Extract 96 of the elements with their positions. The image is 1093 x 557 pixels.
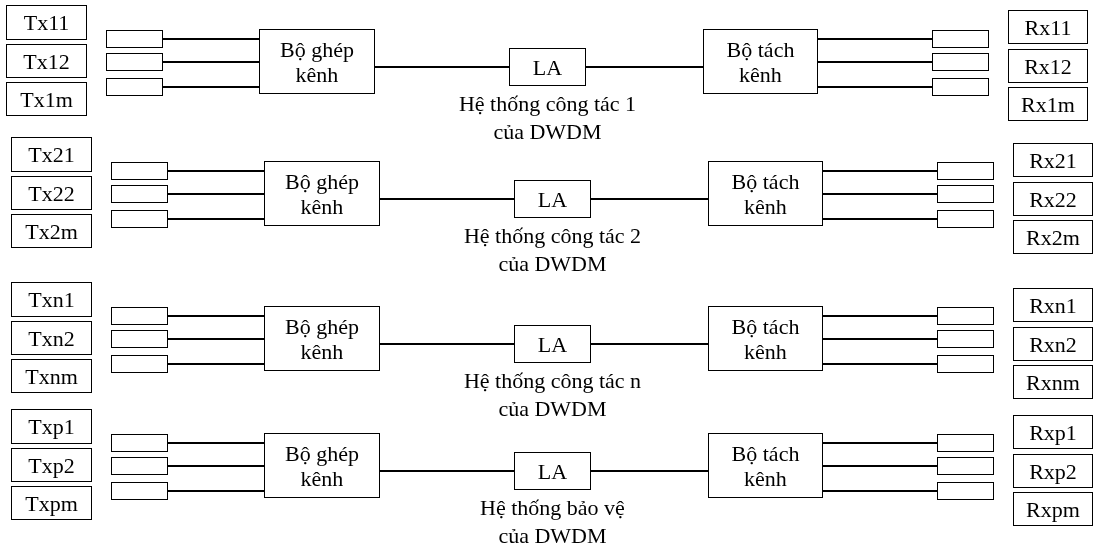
port-box	[937, 210, 994, 228]
caption-text: Hệ thống công tác 2 của DWDM	[462, 222, 643, 278]
connector-line	[817, 86, 933, 88]
signal-box: Rx11	[1008, 10, 1088, 44]
signal-box: Tx12	[6, 44, 87, 78]
process-box: Bộ tách kênh	[708, 306, 823, 371]
connector-line	[822, 218, 938, 220]
amplifier-box: LA	[509, 48, 586, 86]
connector-line	[822, 338, 938, 340]
process-box: Bộ ghép kênh	[264, 433, 380, 498]
signal-box: Txn1	[11, 282, 92, 317]
signal-box: Rx1m	[1008, 87, 1088, 121]
connector-line	[167, 338, 265, 340]
port-box	[106, 30, 163, 48]
port-box	[937, 162, 994, 180]
signal-box: Rxn2	[1013, 327, 1093, 361]
port-box	[937, 482, 994, 500]
connector-line	[167, 193, 265, 195]
signal-box: Rx2m	[1013, 220, 1093, 254]
connector-line	[162, 61, 260, 63]
connector-line	[374, 66, 510, 68]
port-box	[111, 434, 168, 452]
port-box	[111, 457, 168, 475]
signal-box: Txp2	[11, 448, 92, 482]
connector-line	[822, 490, 938, 492]
signal-box: Rxp1	[1013, 415, 1093, 449]
connector-line	[167, 315, 265, 317]
connector-line	[817, 61, 933, 63]
connector-line	[167, 170, 265, 172]
connector-line	[817, 38, 933, 40]
caption-text: Hệ thống công tác 1 của DWDM	[457, 90, 638, 146]
port-box	[106, 78, 163, 96]
connector-line	[167, 363, 265, 365]
signal-box: Tx11	[6, 5, 87, 40]
port-box	[937, 457, 994, 475]
signal-box: Txp1	[11, 409, 92, 444]
port-box	[937, 307, 994, 325]
connector-line	[167, 490, 265, 492]
caption-text: Hệ thống bảo vệ của DWDM	[479, 494, 626, 550]
signal-box: Rx22	[1013, 182, 1093, 216]
port-box	[932, 30, 989, 48]
signal-box: Tx2m	[11, 214, 92, 248]
port-box	[937, 434, 994, 452]
connector-line	[162, 86, 260, 88]
connector-line	[379, 470, 515, 472]
port-box	[111, 185, 168, 203]
connector-line	[822, 442, 938, 444]
connector-line	[590, 470, 709, 472]
process-box: Bộ ghép kênh	[264, 161, 380, 226]
connector-line	[162, 38, 260, 40]
port-box	[111, 482, 168, 500]
signal-box: Tx22	[11, 176, 92, 210]
signal-box: Rxpm	[1013, 492, 1093, 526]
port-box	[111, 162, 168, 180]
signal-box: Tx1m	[6, 82, 87, 116]
amplifier-box: LA	[514, 325, 591, 363]
process-box: Bộ tách kênh	[708, 161, 823, 226]
process-box: Bộ ghép kênh	[264, 306, 380, 371]
signal-box: Rx21	[1013, 143, 1093, 177]
connector-line	[822, 193, 938, 195]
port-box	[937, 355, 994, 373]
signal-box: Tx21	[11, 137, 92, 172]
signal-box: Txnm	[11, 359, 92, 393]
connector-line	[590, 343, 709, 345]
connector-line	[167, 465, 265, 467]
port-box	[111, 307, 168, 325]
port-box	[111, 210, 168, 228]
connector-line	[585, 66, 704, 68]
connector-line	[822, 170, 938, 172]
port-box	[937, 330, 994, 348]
connector-line	[822, 465, 938, 467]
signal-box: Txn2	[11, 321, 92, 355]
port-box	[932, 78, 989, 96]
port-box	[111, 330, 168, 348]
amplifier-box: LA	[514, 452, 591, 490]
connector-line	[822, 315, 938, 317]
signal-box: Rx12	[1008, 49, 1088, 83]
signal-box: Rxn1	[1013, 288, 1093, 322]
port-box	[111, 355, 168, 373]
signal-box: Rxp2	[1013, 454, 1093, 488]
process-box: Bộ tách kênh	[708, 433, 823, 498]
connector-line	[167, 442, 265, 444]
connector-line	[379, 343, 515, 345]
signal-box: Txpm	[11, 486, 92, 520]
connector-line	[379, 198, 515, 200]
connector-line	[167, 218, 265, 220]
caption-text: Hệ thống công tác n của DWDM	[462, 367, 643, 423]
port-box	[937, 185, 994, 203]
signal-box: Rxnm	[1013, 365, 1093, 399]
amplifier-box: LA	[514, 180, 591, 218]
process-box: Bộ tách kênh	[703, 29, 818, 94]
connector-line	[822, 363, 938, 365]
port-box	[932, 53, 989, 71]
connector-line	[590, 198, 709, 200]
port-box	[106, 53, 163, 71]
process-box: Bộ ghép kênh	[259, 29, 375, 94]
